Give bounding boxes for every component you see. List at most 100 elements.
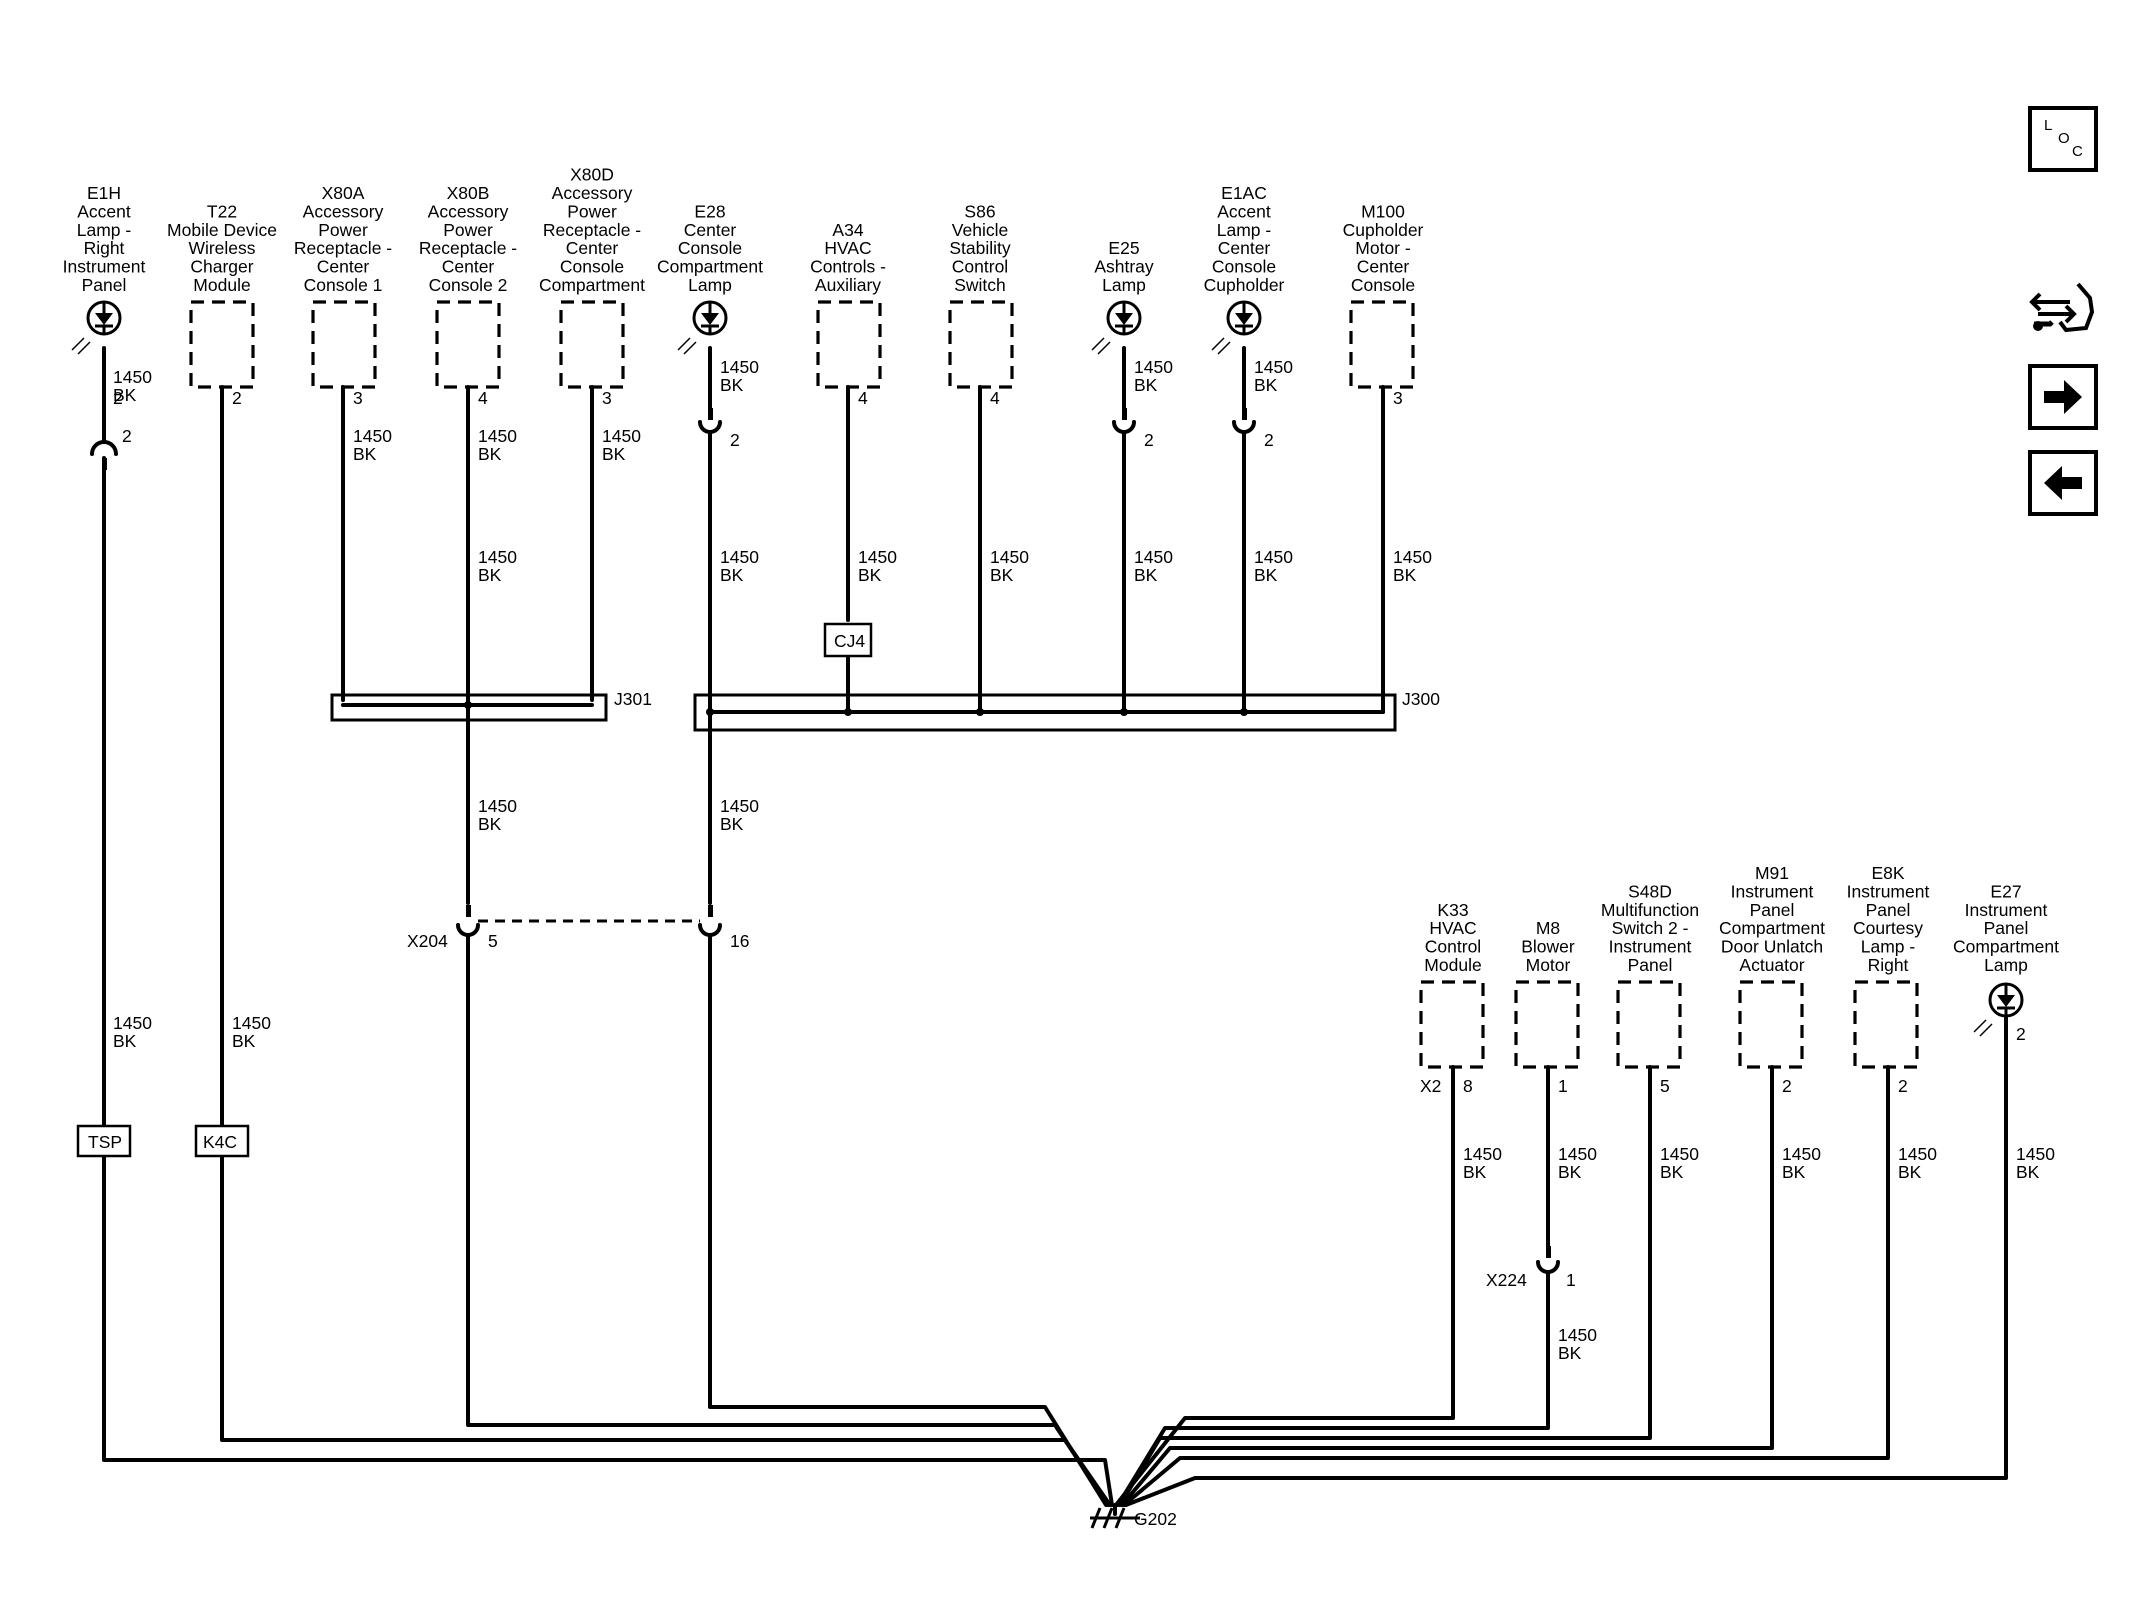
- k33-connector-label: X2: [1420, 1076, 1441, 1096]
- connector-x204-pin-left: 5: [488, 931, 498, 951]
- x80d-label-line: Console: [560, 257, 624, 277]
- x80b-label-line: Center: [442, 257, 495, 277]
- wire-color: BK: [478, 814, 502, 834]
- wire-gauge: 1450: [113, 1013, 152, 1033]
- e1ac-label-line: E1AC: [1221, 183, 1267, 203]
- wire-color: BK: [113, 1031, 137, 1051]
- e1h-label-line: E1H: [87, 183, 121, 203]
- x80a-label-line: X80A: [322, 183, 365, 203]
- wire-color: BK: [1254, 565, 1278, 585]
- m100-label-line: M100: [1361, 201, 1405, 221]
- inline-pin-e1ac: 2: [1264, 430, 1274, 450]
- k33-label-line: HVAC: [1429, 918, 1476, 938]
- loc-letter-c: C: [2072, 143, 2083, 160]
- a34-label-line: HVAC: [824, 238, 871, 258]
- tag-boxes: [76, 622, 873, 1158]
- splice-bars: [330, 693, 1397, 732]
- wire-color: BK: [1134, 565, 1158, 585]
- x80d-label-line: Accessory: [552, 183, 633, 203]
- s48d-label-line: Panel: [1628, 955, 1673, 975]
- x80b-label-line: Accessory: [428, 201, 509, 221]
- arrow-left-icon[interactable]: [2028, 450, 2098, 516]
- e27-label-line: Instrument: [1965, 900, 2048, 920]
- wire-gauge: 1450: [602, 426, 641, 446]
- m91-label-line: Door Unlatch: [1721, 937, 1823, 957]
- e1ac-label-line: Accent: [1217, 201, 1271, 221]
- loc-letter-o: O: [2058, 130, 2070, 147]
- m91-label-line: Instrument: [1731, 881, 1814, 901]
- s48d-pin-label: 5: [1660, 1076, 1670, 1096]
- x80d-label-line: Center: [566, 238, 619, 258]
- tag-cj4-label: CJ4: [834, 631, 865, 651]
- m91-label-line: Actuator: [1739, 955, 1804, 975]
- tag-tsp-label: TSP: [88, 1132, 122, 1152]
- e27-label-line: E27: [1990, 881, 2021, 901]
- wire-gauge: 1450: [1254, 357, 1293, 377]
- e1h-label-line: Instrument: [63, 257, 146, 277]
- e1ac-label-line: Lamp -: [1217, 220, 1272, 240]
- x80d-label-line: X80D: [570, 165, 614, 185]
- e1ac-label-line: Center: [1218, 238, 1271, 258]
- arrow-right-icon[interactable]: [2028, 364, 2098, 430]
- m8-label-line: Blower: [1521, 937, 1575, 957]
- inline-connector-shapes: [90, 408, 1560, 1274]
- wire-gauge: 1450: [1393, 547, 1432, 567]
- wire-gauge: 1450: [1782, 1144, 1821, 1164]
- location-icon[interactable]: L O C: [2028, 106, 2098, 172]
- connector-x204-pin-right: 16: [730, 931, 749, 951]
- x80a-label-line: Accessory: [303, 201, 384, 221]
- x80b-label-line: Console 2: [429, 275, 508, 295]
- m100-pin-label: 3: [1393, 388, 1403, 408]
- x80b-label-line: X80B: [447, 183, 490, 203]
- wire-color: BK: [720, 565, 744, 585]
- t22-label-line: Charger: [190, 257, 253, 277]
- wire-gauge: 1450: [1660, 1144, 1699, 1164]
- a34-pin-label: 4: [858, 388, 868, 408]
- wire-gauge: 1450: [2016, 1144, 2055, 1164]
- e1h-label-line: Lamp -: [77, 220, 132, 240]
- wire-gauge: 1450: [1134, 357, 1173, 377]
- t22-label-line: Mobile Device: [167, 220, 277, 240]
- e25-label-line: E25: [1108, 238, 1139, 258]
- tag-k4c-label: K4C: [203, 1132, 237, 1152]
- t22-label-line: Wireless: [188, 238, 255, 258]
- s48d-label-line: Multifunction: [1601, 900, 1699, 920]
- wire-color: BK: [1254, 375, 1278, 395]
- wire-color: BK: [1463, 1162, 1487, 1182]
- wire-color: BK: [1558, 1162, 1582, 1182]
- s48d-label-line: S48D: [1628, 881, 1672, 901]
- m100-label-line: Motor -: [1355, 238, 1411, 258]
- wire-color: BK: [1134, 375, 1158, 395]
- wire-color: BK: [232, 1031, 256, 1051]
- e28-label-line: Compartment: [657, 257, 763, 277]
- x80d-pin-label: 3: [602, 388, 612, 408]
- e8k-pin-label: 2: [1898, 1076, 1908, 1096]
- service-icon[interactable]: [2029, 282, 2095, 333]
- connector-x224-label: X224: [1486, 1270, 1527, 1290]
- s48d-label-line: Instrument: [1609, 937, 1692, 957]
- x80d-label-line: Compartment: [539, 275, 645, 295]
- wire-color: BK: [720, 814, 744, 834]
- e8k-label-line: Panel: [1866, 900, 1911, 920]
- a34-label-line: Controls -: [810, 257, 886, 277]
